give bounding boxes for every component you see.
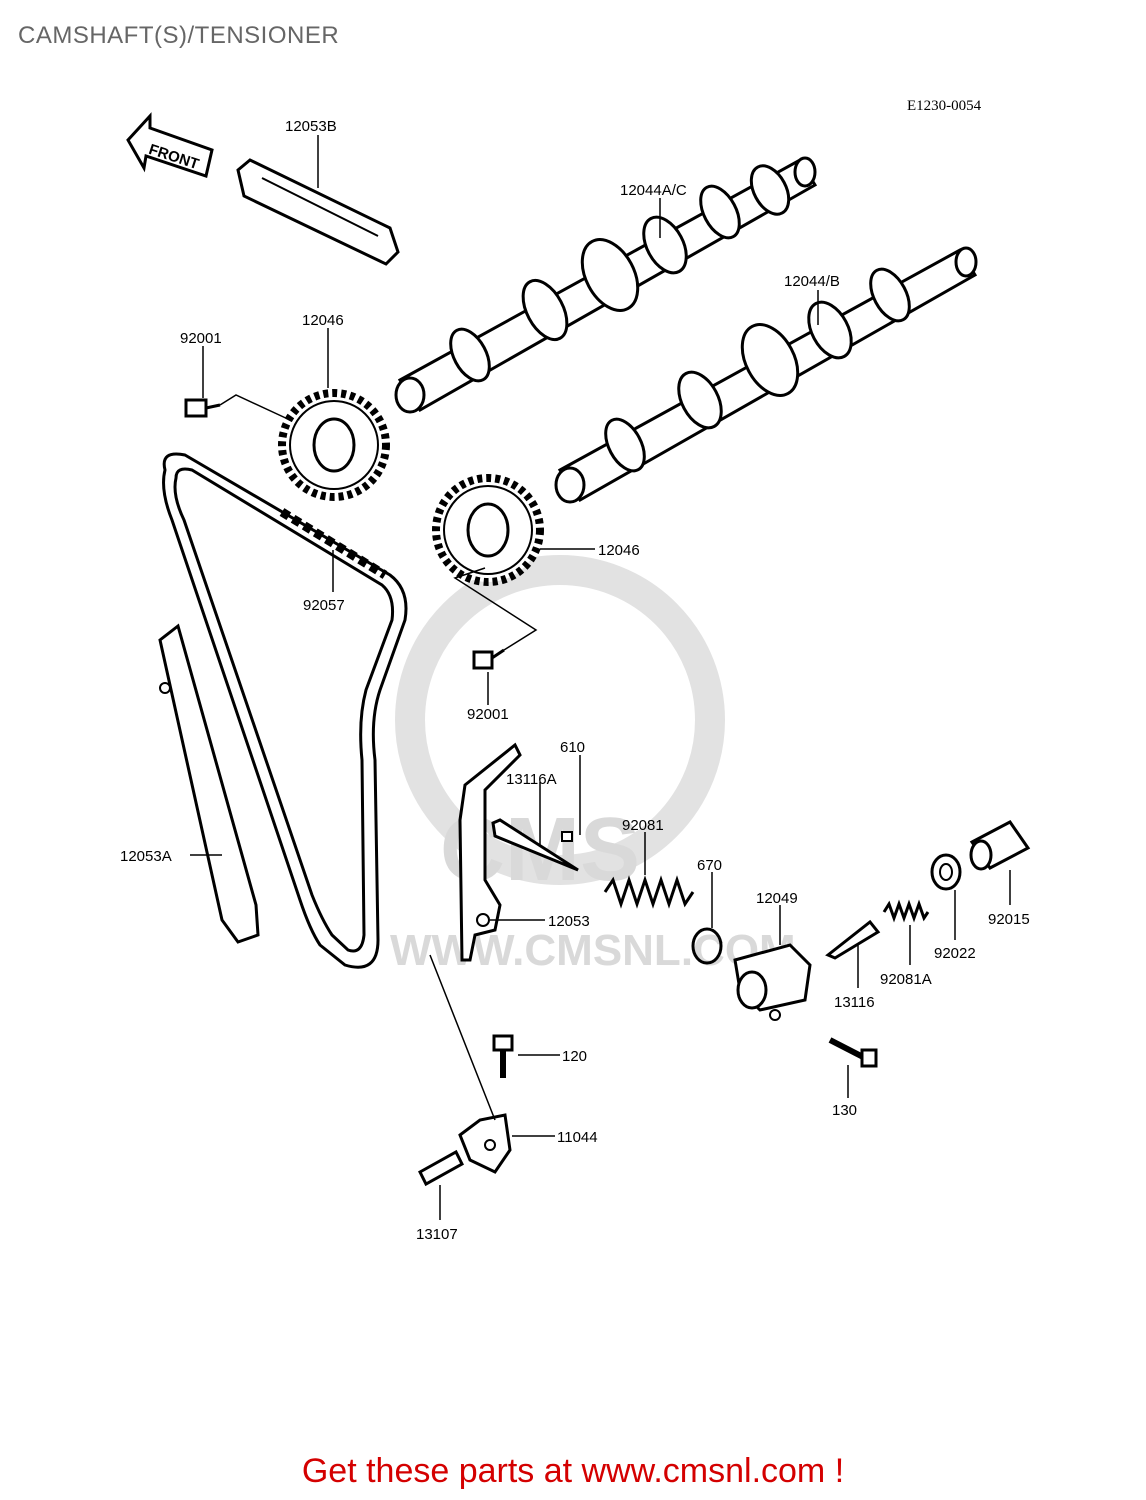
label-12053A: 12053A xyxy=(120,848,172,865)
label-13116A: 13116A xyxy=(506,771,557,788)
front-arrow-icon: FRONT xyxy=(126,112,214,178)
o-ring-670 xyxy=(691,927,723,965)
label-92001-upper: 92001 xyxy=(180,330,222,347)
upper-chain-guide xyxy=(236,158,400,266)
label-92022: 92022 xyxy=(934,945,976,962)
pin-13116A xyxy=(491,818,579,872)
parts-diagram: CMS WWW.CMSNL.COM FRONT xyxy=(120,112,1031,1243)
pin-13107 xyxy=(418,1149,464,1187)
cam-chain xyxy=(162,452,408,969)
label-12049: 12049 xyxy=(756,890,798,907)
label-12053B: 12053B xyxy=(285,118,337,135)
label-13116: 13116 xyxy=(834,994,875,1011)
plunger-13116 xyxy=(825,919,881,960)
label-130: 130 xyxy=(832,1102,857,1119)
spring-92081A xyxy=(882,899,930,923)
part-labels: 12053B 12044A/C 12044/B 92001 12046 1204… xyxy=(120,118,1030,1243)
label-13107: 13107 xyxy=(416,1226,458,1243)
screw-120 xyxy=(492,1034,514,1078)
bracket-11044 xyxy=(458,1113,512,1174)
label-610: 610 xyxy=(560,739,585,756)
page-title: CAMSHAFT(S)/TENSIONER xyxy=(18,22,340,49)
label-92015: 92015 xyxy=(988,911,1030,928)
diagram-code: E1230-0054 xyxy=(907,98,982,114)
chain-guide-12053A xyxy=(158,623,260,944)
watermark: CMS WWW.CMSNL.COM xyxy=(390,555,796,975)
label-12044B: 12044/B xyxy=(784,273,840,290)
tensioner-body-12049 xyxy=(733,943,812,1021)
leader-lines xyxy=(190,135,1011,1220)
sprocket-upper xyxy=(278,389,390,501)
label-92081: 92081 xyxy=(622,817,664,834)
camshaft-upper xyxy=(394,156,818,414)
spring-92081 xyxy=(603,875,695,909)
label-92057: 92057 xyxy=(303,597,345,614)
bolt-130 xyxy=(828,1037,878,1068)
label-92001-lower: 92001 xyxy=(467,706,509,723)
footer-link[interactable]: Get these parts at www.cmsnl.com ! xyxy=(301,1452,845,1490)
label-12044AC: 12044A/C xyxy=(620,182,687,199)
label-12046-upper: 12046 xyxy=(302,312,344,329)
watermark-url: WWW.CMSNL.COM xyxy=(390,926,796,975)
washer-92022 xyxy=(930,853,962,891)
label-12046-lower: 12046 xyxy=(598,542,640,559)
label-12053: 12053 xyxy=(548,913,590,930)
bolt-92001-lower xyxy=(453,567,538,670)
label-670: 670 xyxy=(697,857,722,874)
camshaft-lower xyxy=(554,246,978,504)
label-120: 120 xyxy=(562,1048,587,1065)
sprocket-lower xyxy=(432,474,544,586)
label-92081A: 92081A xyxy=(880,971,932,988)
bolt-92001-upper xyxy=(184,394,291,421)
tensioner-guide-12053 xyxy=(458,742,522,962)
cap-92015 xyxy=(969,820,1031,871)
label-11044: 11044 xyxy=(557,1129,598,1146)
